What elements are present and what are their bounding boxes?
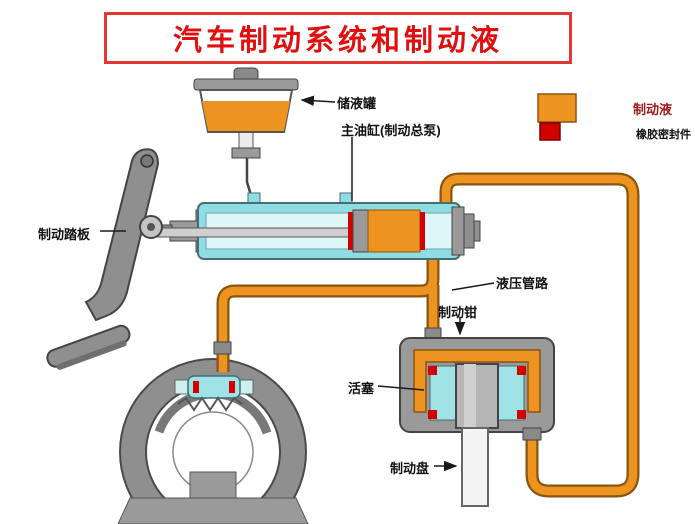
legend-seal-label: 橡胶密封件	[636, 129, 691, 141]
legend-fluid-label: 制动液	[633, 102, 673, 117]
wheel-cylinder	[174, 375, 254, 412]
master-piston	[352, 209, 369, 253]
master-cylinder	[151, 192, 481, 260]
drum-pedestal	[117, 471, 309, 524]
label-brake-pedal: 制动踏板	[38, 227, 91, 242]
leader-lines	[100, 95, 495, 472]
fluid-chamber	[367, 209, 421, 253]
label-master-cylinder: 主油缸(制动总泵)	[341, 123, 441, 138]
caliper-bottom-fitting	[522, 427, 542, 441]
page-title: 汽车制动系统和制动液	[172, 25, 503, 57]
label-piston: 活塞	[348, 381, 375, 396]
legend-fluid-swatch	[537, 93, 577, 123]
title-box: 汽车制动系统和制动液	[104, 12, 572, 64]
caliper-piston	[455, 363, 499, 429]
label-hydraulic-line: 液压管路	[496, 276, 549, 291]
drum-pipe-fitting	[213, 341, 232, 355]
push-rod	[151, 227, 355, 238]
fluid-reservoir	[193, 67, 299, 203]
legend-seal-swatch	[539, 122, 561, 141]
caliper-fluid-channel	[413, 349, 541, 413]
label-brake-disc: 制动盘	[390, 461, 430, 476]
return-spring	[177, 396, 243, 412]
brake-caliper	[399, 337, 555, 507]
pedal-pad	[46, 324, 131, 370]
brake-disc	[461, 427, 489, 507]
label-caliper: 制动钳	[438, 305, 478, 320]
brake-pedal	[46, 148, 163, 370]
label-reservoir: 储液罐	[337, 96, 377, 111]
